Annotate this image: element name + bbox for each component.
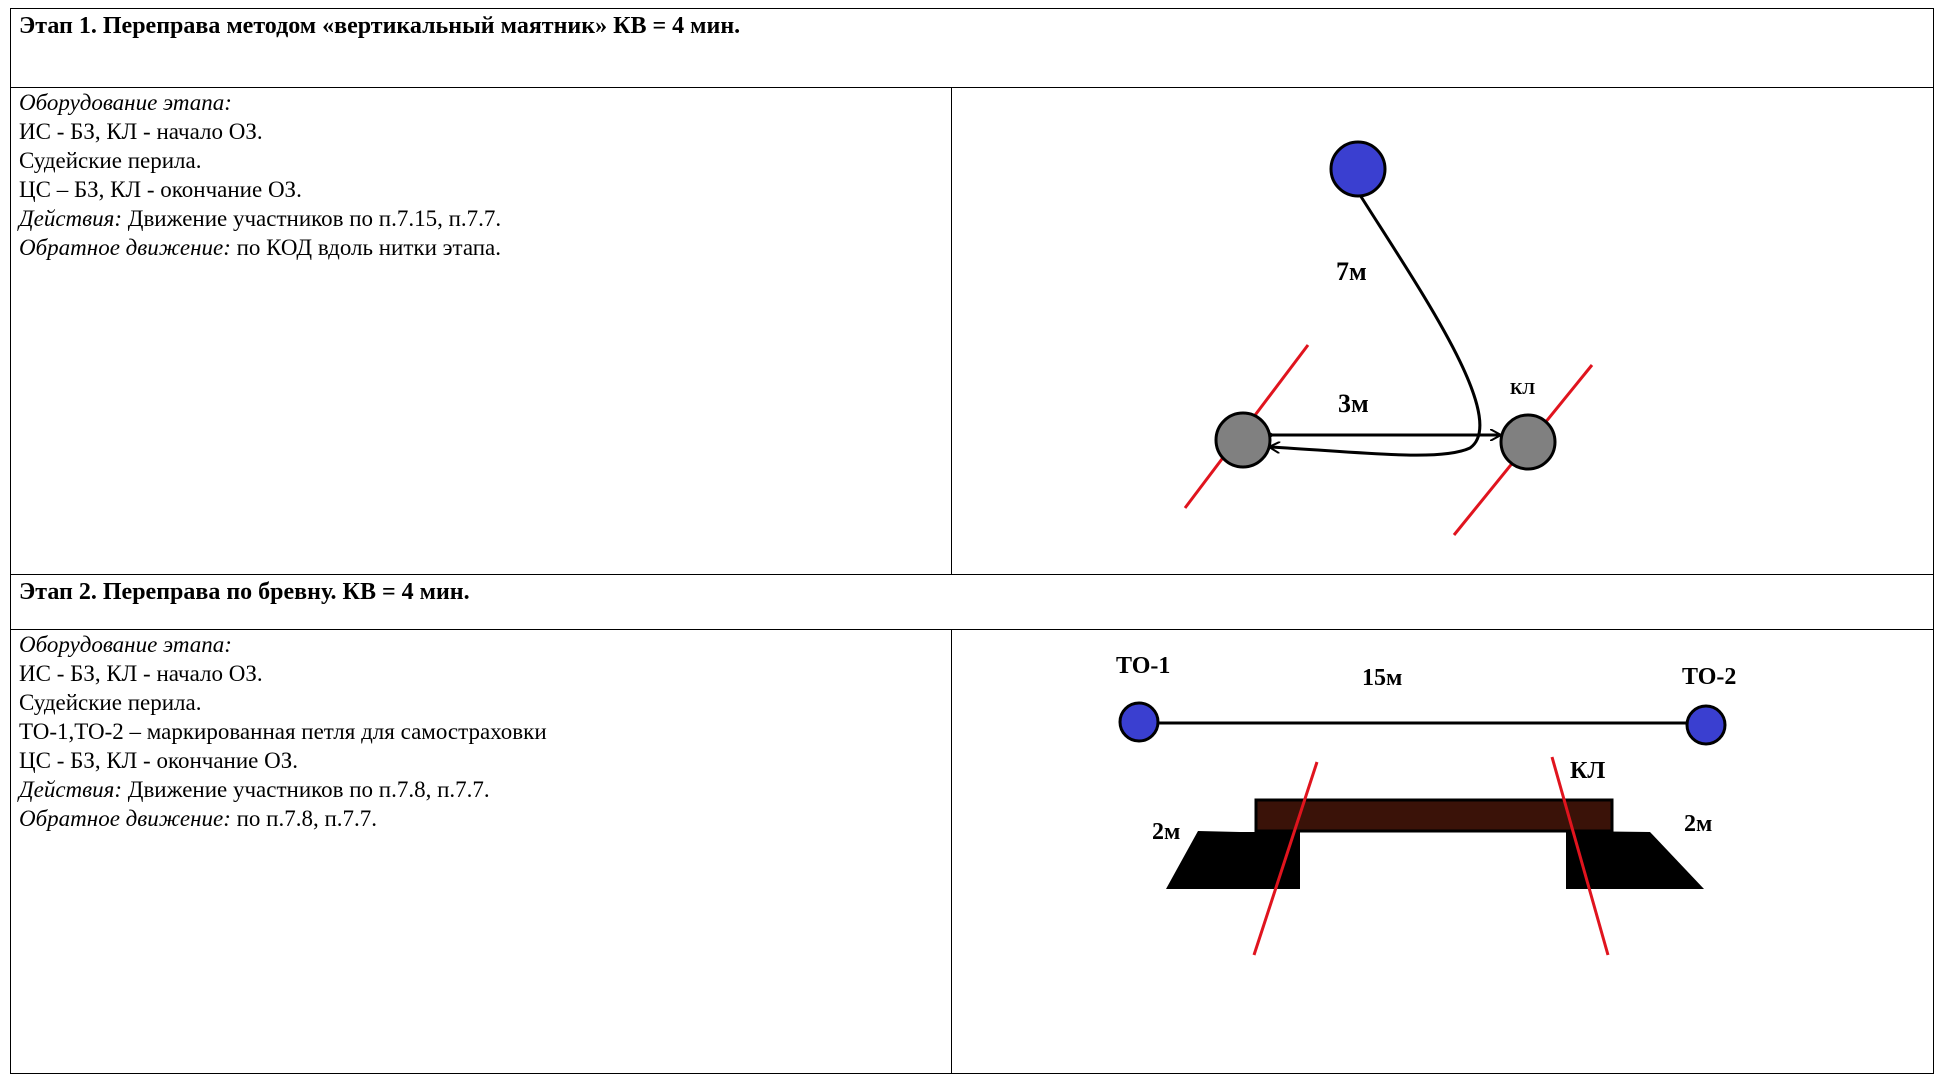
- stage1-length-top: 7м: [1336, 257, 1367, 286]
- stage2-equipment-label: Оборудование этапа:: [19, 632, 232, 657]
- left-bank: [1166, 831, 1300, 889]
- top-anchor-node: [1329, 140, 1387, 198]
- stage2-header: Этап 2. Переправа по бревну. КВ = 4 мин.: [10, 574, 1934, 630]
- rope-path: [1270, 194, 1482, 457]
- stage1-kl-label: КЛ: [1510, 379, 1535, 398]
- to2-node: [1685, 704, 1727, 746]
- stage1-actions: Действия: Движение участников по п.7.15,…: [19, 204, 951, 233]
- stage2-title: Этап 2. Переправа по бревну. КВ = 4 мин.: [19, 579, 470, 605]
- control-line-right-2: [1550, 756, 1610, 956]
- to1-node: [1118, 701, 1160, 743]
- stage2-actions-text: Движение участников по п.7.8, п.7.7.: [122, 777, 490, 802]
- stage2-length-label: 15м: [1362, 665, 1402, 691]
- stage1-line1: ИС - БЗ, КЛ - начало ОЗ.: [19, 119, 263, 144]
- stage2-line1: ИС - БЗ, КЛ - начало ОЗ.: [19, 661, 263, 686]
- stage2-to2-label: ТО-2: [1682, 664, 1736, 690]
- control-line-left-2: [1252, 761, 1319, 956]
- stage2-height-left: 2м: [1152, 819, 1180, 845]
- stage2-to1-label: ТО-1: [1116, 653, 1170, 679]
- log-bar: [1254, 798, 1614, 833]
- stage2-actions-label: Действия:: [19, 777, 122, 802]
- right-bank: [1566, 831, 1704, 889]
- stage1-title: Этап 1. Переправа методом «вертикальный …: [19, 13, 741, 39]
- stage1-line2: Судейские перила.: [19, 148, 202, 173]
- stage2-reverse-text: по п.7.8, п.7.7.: [230, 806, 378, 831]
- stage1-equipment-label: Оборудование этапа:: [19, 90, 232, 115]
- stage1-line3: ЦС – БЗ, КЛ - окончание ОЗ.: [19, 177, 302, 202]
- left-node: [1214, 411, 1272, 469]
- stage2-height-right: 2м: [1684, 811, 1712, 837]
- stage1-reverse: Обратное движение: по КОД вдоль нитки эт…: [19, 233, 951, 262]
- stage2-description-cell: Оборудование этапа: ИС - БЗ, КЛ - начало…: [10, 629, 952, 1074]
- stage2-reverse: Обратное движение: по п.7.8, п.7.7.: [19, 804, 951, 833]
- stage1-reverse-text: по КОД вдоль нитки этапа.: [230, 235, 502, 260]
- stage2-kl-label: КЛ: [1570, 758, 1605, 784]
- right-node: [1499, 413, 1557, 471]
- stage1-actions-text: Движение участников по п.7.15, п.7.7.: [122, 206, 502, 231]
- stage1-actions-label: Действия:: [19, 206, 122, 231]
- stage1-length-bottom: 3м: [1338, 389, 1369, 418]
- stage1-reverse-label: Обратное движение:: [19, 235, 231, 260]
- stage2-reverse-label: Обратное движение:: [19, 806, 231, 831]
- stage2-diagram: ТО-1 ТО-2 15м КЛ 2м 2м: [1116, 653, 1736, 956]
- stage1-diagram: 7м 3м КЛ: [1183, 140, 1594, 536]
- stage2-line2: Судейские перила.: [19, 690, 202, 715]
- stage2-actions: Действия: Движение участников по п.7.8, …: [19, 775, 951, 804]
- stage2-line4: ЦС - БЗ, КЛ - окончание ОЗ.: [19, 748, 298, 773]
- stage2-line3: ТО-1,ТО-2 – маркированная петля для само…: [19, 719, 547, 744]
